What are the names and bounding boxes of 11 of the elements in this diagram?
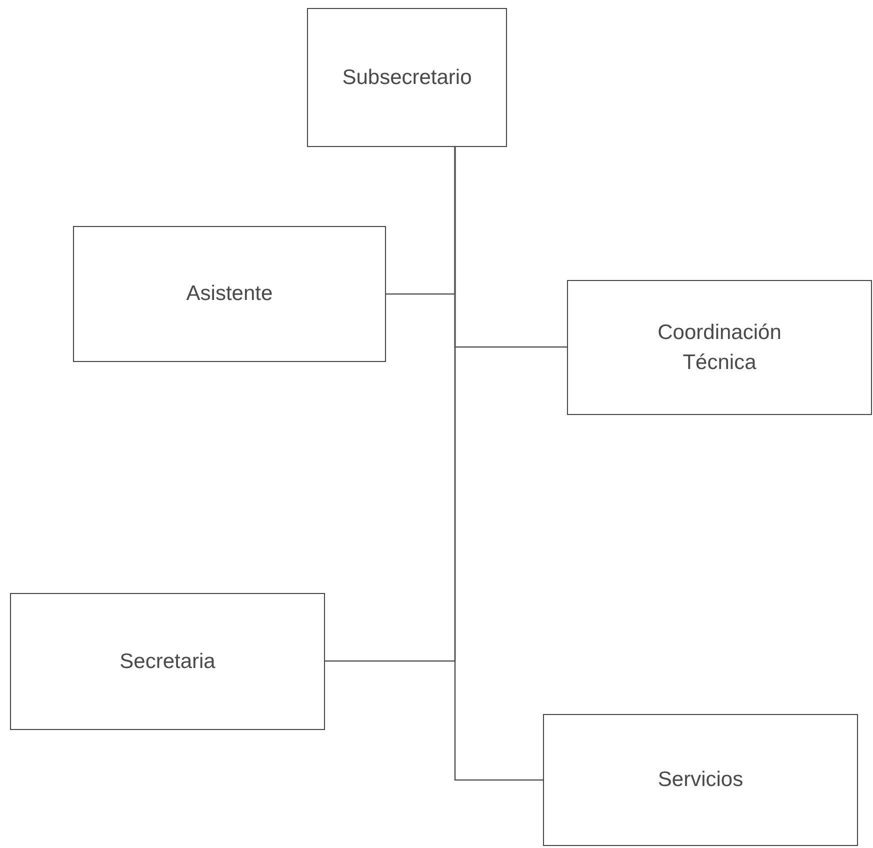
connector-line: [454, 147, 543, 781]
org-box: [10, 593, 325, 730]
box-label: Asistente: [186, 281, 273, 307]
box-label: Servicios: [658, 767, 744, 793]
box-label: Coordinación Técnica: [656, 320, 782, 376]
org-box: [73, 226, 386, 362]
org-box: [307, 8, 507, 147]
box-label: Subsecretario: [342, 64, 472, 90]
org-box: [567, 280, 872, 415]
org-box: [543, 714, 858, 846]
box-label: Secretaria: [120, 648, 216, 674]
